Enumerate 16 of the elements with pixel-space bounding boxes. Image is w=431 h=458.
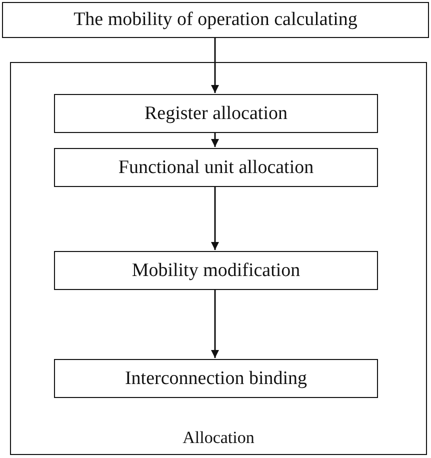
process-box xyxy=(54,359,378,398)
arrow xyxy=(211,38,219,93)
process-box xyxy=(2,2,429,38)
process-box xyxy=(54,251,378,290)
arrow xyxy=(211,132,219,147)
group-box xyxy=(10,62,427,455)
arrow xyxy=(211,186,219,250)
process-box xyxy=(54,148,378,187)
box-label: Register allocation xyxy=(144,102,288,124)
box-label: Functional unit allocation xyxy=(117,156,315,178)
group-label: Allocation xyxy=(182,428,256,448)
box-label: Interconnection binding xyxy=(124,368,308,390)
box-label: Mobility modification xyxy=(130,260,302,282)
arrow xyxy=(211,289,219,358)
box-label: The mobility of operation calculating xyxy=(72,9,358,31)
process-box xyxy=(54,94,378,133)
